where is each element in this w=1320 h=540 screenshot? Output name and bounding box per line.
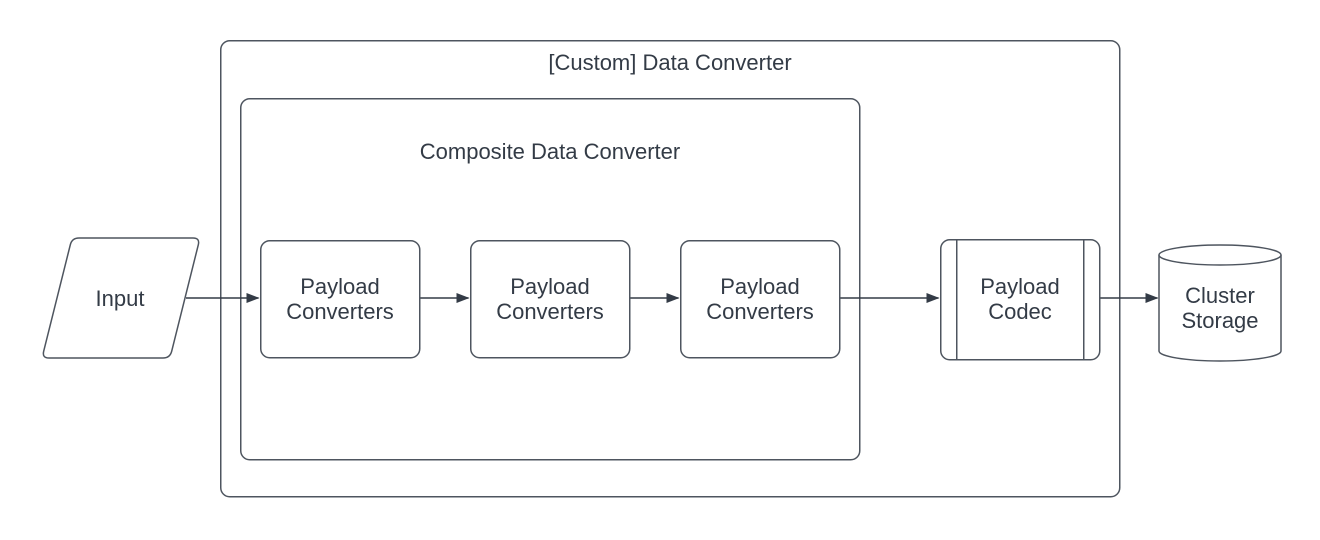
node-input-label: Input	[95, 286, 145, 311]
node-payload-converters-3-label: Payload Converters	[706, 274, 814, 324]
node-payload-converters-2-label: Payload Converters	[496, 274, 604, 324]
node-payload-converters-2-shape	[470, 240, 631, 359]
node-payload-converters-3-shape	[680, 240, 841, 359]
node-cluster-storage-label: Cluster Storage	[1181, 283, 1259, 333]
node-payload-codec-shape	[940, 239, 1101, 361]
node-cluster-storage-shape	[1158, 244, 1282, 362]
node-payload-converters-1-shape	[260, 240, 421, 359]
node-payload-converters-1-label: Payload Converters	[286, 274, 394, 324]
group-title-composite-data-converter: Composite Data Converter	[419, 139, 681, 164]
group-title-custom-data-converter: [Custom] Data Converter	[548, 50, 792, 75]
node-input-shape	[42, 237, 200, 359]
node-payload-codec-label: Payload Codec	[980, 274, 1060, 324]
